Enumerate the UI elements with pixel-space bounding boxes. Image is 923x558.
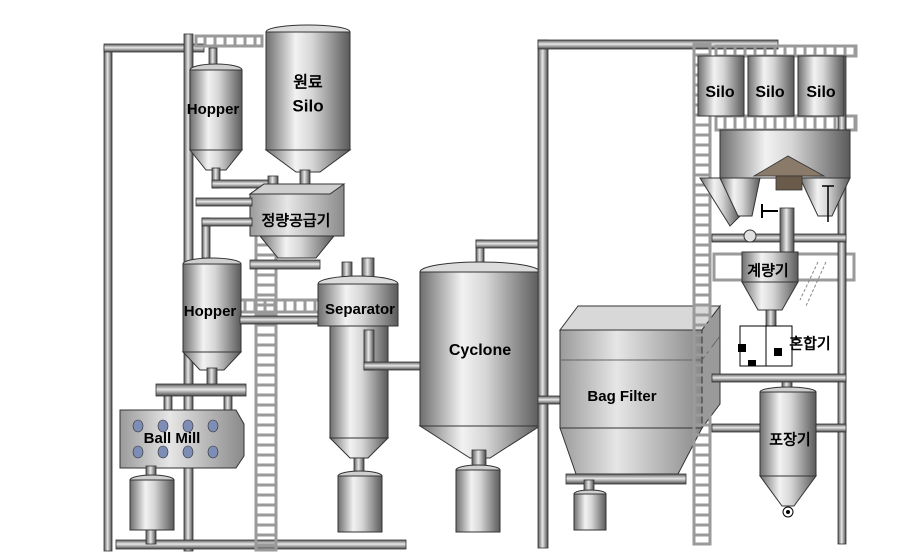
raw-material-silo: 원료 Silo bbox=[264, 24, 352, 185]
ball-mill: Ball Mill bbox=[119, 383, 247, 545]
silo-3-label: Silo bbox=[806, 84, 836, 101]
bag-filter: Bag Filter bbox=[559, 304, 721, 531]
silo-group: Silo Silo Silo bbox=[697, 55, 851, 227]
weigher-label: 계량기 bbox=[747, 262, 788, 280]
silo-2-label: Silo bbox=[755, 84, 785, 101]
hopper-middle-label: Hopper bbox=[184, 303, 237, 320]
raw-silo-label-line2: Silo bbox=[292, 96, 323, 115]
weigher: 계량기 bbox=[741, 207, 827, 327]
cyclone-label: Cyclone bbox=[449, 342, 511, 359]
ball-mill-label: Ball Mill bbox=[144, 430, 201, 447]
raw-silo-label-line1: 원료 bbox=[293, 73, 323, 92]
packer: 포장기 bbox=[759, 381, 817, 518]
packer-label: 포장기 bbox=[769, 431, 810, 449]
silo-1-label: Silo bbox=[705, 84, 735, 101]
ball-mill-holes bbox=[132, 419, 219, 459]
feeder-label: 정량공급기 bbox=[261, 212, 330, 230]
mixer-label: 혼합기 bbox=[789, 335, 830, 353]
hopper-top-label: Hopper bbox=[187, 101, 240, 118]
bag-filter-label: Bag Filter bbox=[587, 388, 656, 405]
separator-label: Separator bbox=[325, 301, 395, 318]
hopper-top: Hopper bbox=[187, 47, 277, 189]
hopper-middle: Hopper bbox=[181, 257, 321, 389]
mixer: 혼합기 bbox=[738, 325, 831, 367]
quantitative-feeder: 정량공급기 bbox=[195, 175, 346, 270]
separator: Separator bbox=[317, 257, 421, 533]
cyclone: Cyclone bbox=[418, 239, 542, 533]
